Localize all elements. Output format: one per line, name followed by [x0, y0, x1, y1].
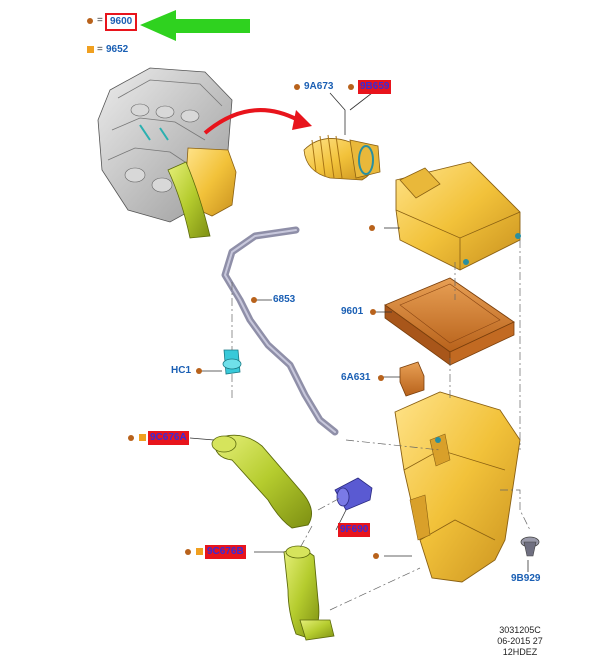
- legend-equals-1: =: [97, 15, 103, 26]
- callout-dot-9601: [370, 309, 376, 315]
- intake-hose: [303, 134, 381, 181]
- legend-round-symbol: [87, 18, 93, 24]
- resonator-duct-lower: [283, 545, 335, 641]
- legend-part-9600[interactable]: 9600: [105, 13, 138, 31]
- callout-dot-9a673: [294, 84, 300, 90]
- callout-dot-9c676b: [185, 549, 191, 555]
- air-box-upper: [395, 161, 521, 271]
- drawing-date: 06-2015 27: [497, 636, 543, 646]
- installed-air-box: [167, 147, 237, 239]
- callout-9f690[interactable]: 9F690: [338, 523, 371, 537]
- filter-pack: [399, 361, 425, 397]
- callout-dot-air-box-upper: [369, 225, 375, 231]
- callout-6853[interactable]: 6853: [273, 294, 296, 305]
- callout-9c676b[interactable]: 9C676B: [205, 545, 246, 559]
- callout-hc1[interactable]: HC1: [171, 365, 192, 376]
- resonator-duct-upper: [211, 434, 313, 529]
- air-filter-element: [384, 277, 515, 366]
- drawing-id: 3031205C: [499, 625, 541, 635]
- legend-square-symbol: [87, 46, 94, 53]
- callout-9b929[interactable]: 9B929: [511, 573, 541, 584]
- green-pointer-arrow: [140, 10, 250, 41]
- callout-square-9c676b: [196, 548, 203, 555]
- callout-6a631[interactable]: 6A631: [341, 372, 371, 383]
- breather-hose: [221, 226, 339, 436]
- assembly-lines: [231, 240, 531, 611]
- callout-9b659[interactable]: 9B659: [358, 80, 392, 94]
- callout-9a673[interactable]: 9A673: [304, 81, 334, 92]
- air-box-lower: [394, 391, 521, 583]
- legend-part-9652[interactable]: 9652: [106, 44, 129, 55]
- mass-air-flow-sensor: [334, 477, 373, 511]
- callout-dot-air-box-lower: [373, 553, 379, 559]
- callout-9601[interactable]: 9601: [341, 306, 364, 317]
- drawing-code: 12HDEZ: [502, 647, 538, 657]
- callout-dot-9c676a: [128, 435, 134, 441]
- callout-dot-6853: [251, 297, 257, 303]
- callout-square-9c676a: [139, 434, 146, 441]
- legend-equals-2: =: [97, 44, 103, 55]
- callout-dot-9b659: [348, 84, 354, 90]
- grommet: [520, 536, 540, 557]
- drawing-reference: 3031205C 06-2015 27 12HDEZ: [485, 625, 555, 658]
- clip-hc1: [222, 349, 242, 375]
- callout-dot-hc1: [196, 368, 202, 374]
- callout-9c676a[interactable]: 9C676A: [148, 431, 189, 445]
- red-pointer-arrow: [203, 108, 312, 135]
- callout-dot-6a631: [378, 375, 384, 381]
